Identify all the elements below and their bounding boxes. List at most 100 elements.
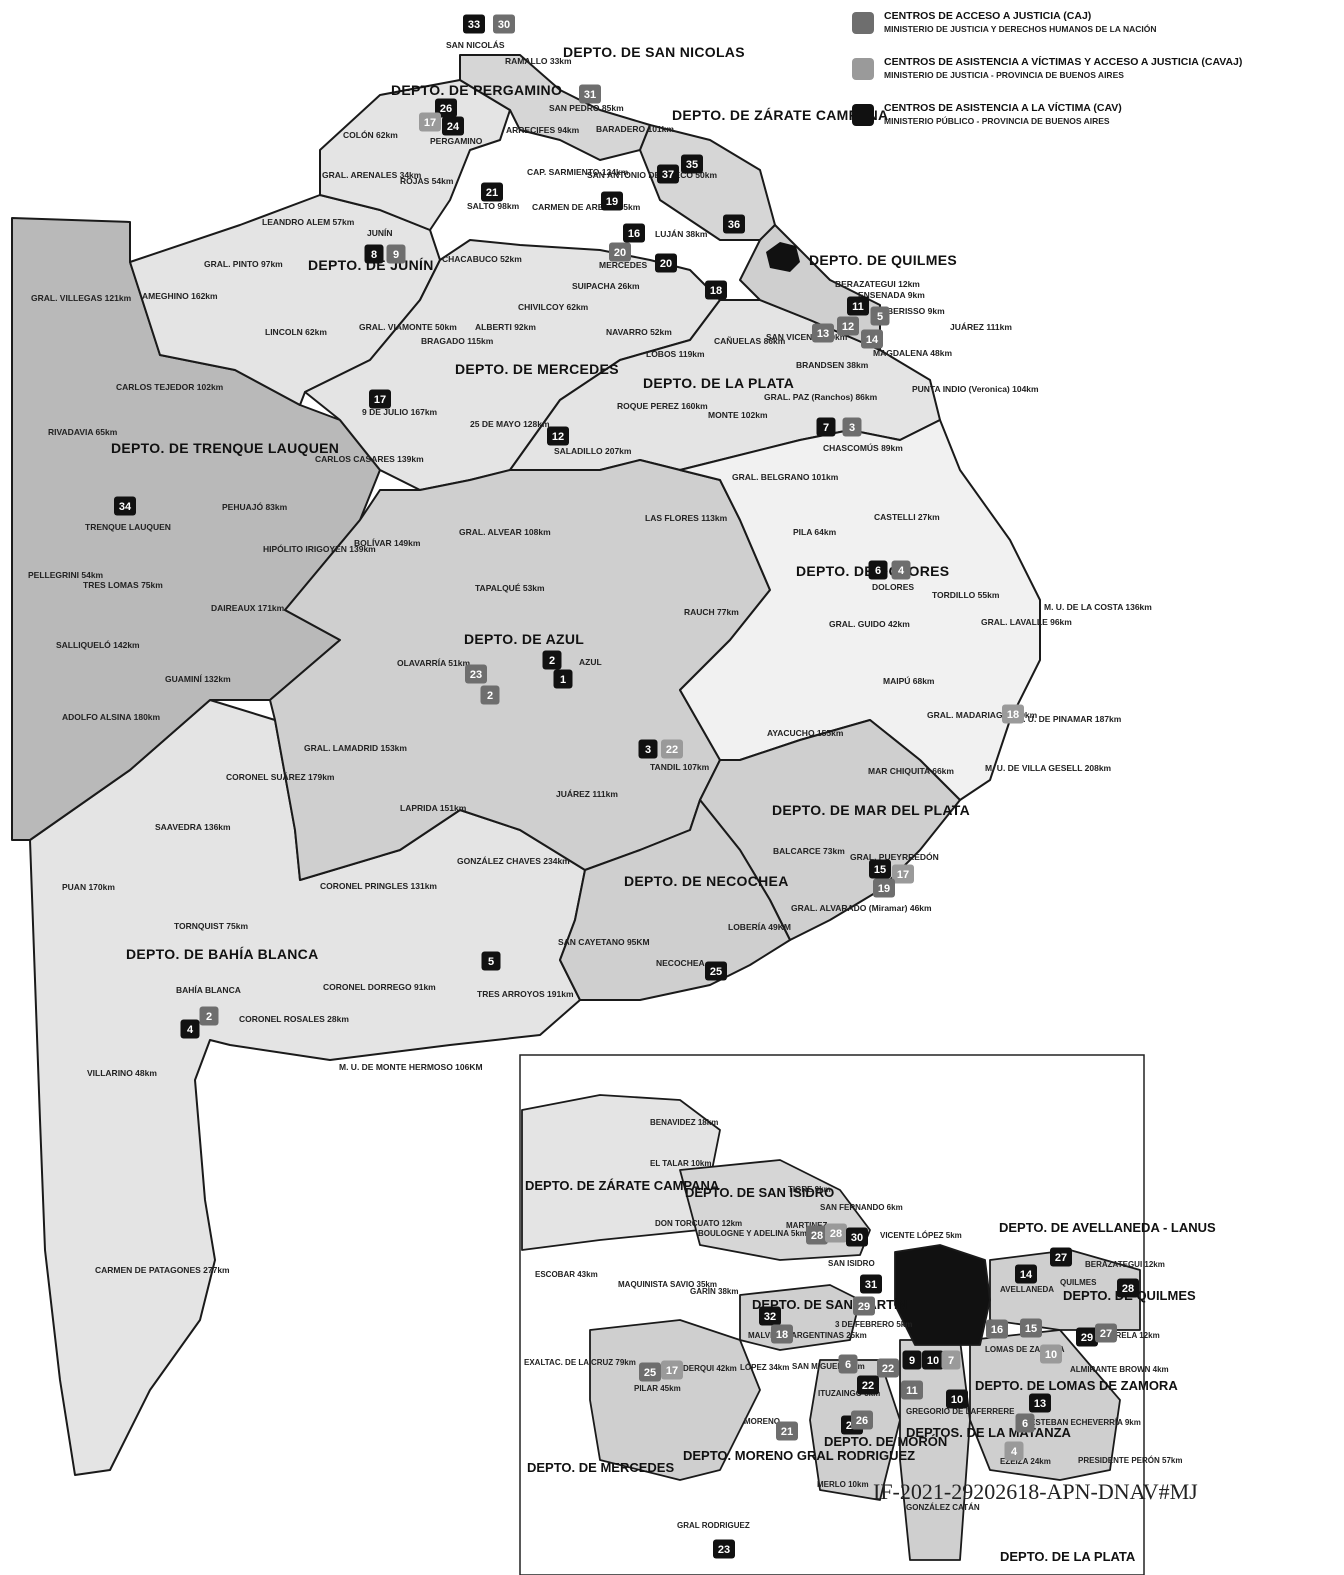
main-marker-caj-4[interactable]: 4 (891, 560, 911, 580)
main-marker-cavaj-18[interactable]: 18 (1002, 704, 1024, 724)
inset-marker-cavaj-10[interactable]: 10 (1040, 1344, 1062, 1364)
main-marker-cav-17[interactable]: 17 (369, 389, 391, 409)
main-marker-cav-36[interactable]: 36 (723, 214, 745, 234)
inset-marker-caj-6[interactable]: 6 (1015, 1413, 1035, 1433)
town-label: CARMEN DE PATAGONES 277km (95, 1265, 230, 1275)
main-marker-caj-3[interactable]: 3 (842, 417, 862, 437)
marker-box (481, 951, 501, 971)
main-marker-cav-19[interactable]: 19 (601, 191, 623, 211)
main-marker-cav-6[interactable]: 6 (868, 560, 888, 580)
inset-marker-cavaj-7[interactable]: 7 (941, 1350, 961, 1370)
marker-box (776, 1421, 798, 1441)
inset-marker-cavaj-4[interactable]: 4 (1004, 1441, 1024, 1461)
town-label: LAS FLORES 113km (645, 513, 728, 523)
inset-marker-cavaj-28[interactable]: 28 (825, 1223, 847, 1243)
inset-marker-cav-9[interactable]: 9 (902, 1350, 922, 1370)
main-marker-cavaj-17[interactable]: 17 (892, 864, 914, 884)
main-marker-cav-12[interactable]: 12 (547, 426, 569, 446)
inset-marker-caj-21[interactable]: 21 (776, 1421, 798, 1441)
main-marker-cav-24[interactable]: 24 (442, 116, 464, 136)
inset-marker-caj-16[interactable]: 16 (986, 1319, 1008, 1339)
town-label: GRAL. LAVALLE 96km (981, 617, 1072, 627)
inset-marker-cav-14[interactable]: 14 (1015, 1264, 1037, 1284)
main-marker-cav-26[interactable]: 26 (435, 98, 457, 118)
main-marker-caj-9[interactable]: 9 (386, 244, 406, 264)
main-marker-caj-31[interactable]: 31 (579, 84, 601, 104)
town-label: PELLEGRINI 54km (28, 570, 104, 580)
main-marker-cav-3[interactable]: 3 (638, 739, 658, 759)
main-marker-caj-12[interactable]: 12 (837, 316, 859, 336)
marker-box (846, 1227, 868, 1247)
main-marker-cavaj-17[interactable]: 17 (419, 112, 441, 132)
inset-marker-cav-30[interactable]: 30 (846, 1227, 868, 1247)
main-marker-caj-2[interactable]: 2 (480, 685, 500, 705)
inset-town-label: TIGRE 9km (788, 1185, 831, 1194)
marker-number: 3 (849, 422, 855, 434)
inset-marker-cav-10[interactable]: 10 (922, 1350, 944, 1370)
main-marker-caj-13[interactable]: 13 (812, 323, 834, 343)
marker-box (816, 417, 836, 437)
town-label: GRAL. PUEYRREDÓN (850, 851, 939, 862)
main-marker-cav-2[interactable]: 2 (542, 650, 562, 670)
marker-number: 33 (468, 19, 480, 31)
inset-marker-cav-29[interactable]: 29 (1076, 1327, 1098, 1347)
inset-marker-caj-27[interactable]: 27 (1095, 1323, 1117, 1343)
marker-box (986, 1319, 1008, 1339)
main-marker-cav-35[interactable]: 35 (681, 154, 703, 174)
inset-marker-cav-28[interactable]: 28 (1117, 1278, 1139, 1298)
inset-marker-cav-31[interactable]: 31 (860, 1274, 882, 1294)
main-marker-caj-5[interactable]: 5 (870, 306, 890, 326)
inset-marker-caj-11[interactable]: 11 (901, 1380, 923, 1400)
town-label: SAN ANTONIO DE ARECO 50km (587, 170, 717, 180)
main-marker-caj-2[interactable]: 2 (199, 1006, 219, 1026)
main-marker-cav-16[interactable]: 16 (623, 223, 645, 243)
inset-marker-cav-32[interactable]: 32 (759, 1306, 781, 1326)
main-marker-caj-14[interactable]: 14 (861, 329, 883, 349)
main-marker-cav-18[interactable]: 18 (705, 280, 727, 300)
main-marker-cav-7[interactable]: 7 (816, 417, 836, 437)
main-marker-cav-21[interactable]: 21 (481, 182, 503, 202)
dept-label-bahia-blanca: DEPTO. DE BAHÍA BLANCA (126, 946, 319, 962)
inset-regions (521, 1094, 1141, 1561)
main-marker-cav-25[interactable]: 25 (705, 961, 727, 981)
main-marker-cav-5[interactable]: 5 (481, 951, 501, 971)
town-label: GRAL. PAZ (Ranchos) 86km (764, 392, 878, 402)
town-label: TORDILLO 55km (932, 590, 1000, 600)
main-marker-caj-30[interactable]: 30 (493, 14, 515, 34)
inset-marker-caj-28[interactable]: 28 (806, 1225, 828, 1245)
inset-marker-cav-23[interactable]: 23 (713, 1539, 735, 1559)
main-marker-cav-20[interactable]: 20 (655, 253, 677, 273)
inset-marker-caj-25[interactable]: 25 (639, 1362, 661, 1382)
town-label: MONTE 102km (708, 410, 768, 420)
main-marker-cav-1[interactable]: 1 (553, 669, 573, 689)
inset-marker-cav-13[interactable]: 13 (1029, 1393, 1051, 1413)
main-marker-cavaj-22[interactable]: 22 (661, 739, 683, 759)
inset-marker-caj-26[interactable]: 26 (851, 1410, 873, 1430)
marker-box (860, 1274, 882, 1294)
main-marker-caj-19[interactable]: 19 (873, 878, 895, 898)
town-label: GRAL. VILLEGAS 121km (31, 293, 132, 303)
inset-marker-caj-22[interactable]: 22 (877, 1358, 899, 1378)
main-marker-caj-20[interactable]: 20 (609, 242, 631, 262)
main-marker-cav-33[interactable]: 33 (463, 14, 485, 34)
inset-marker-cavaj-17[interactable]: 17 (661, 1360, 683, 1380)
inset-marker-cav-27[interactable]: 27 (1050, 1247, 1072, 1267)
main-marker-cav-8[interactable]: 8 (364, 244, 384, 264)
inset-marker-cav-10[interactable]: 10 (946, 1389, 968, 1409)
marker-number: 27 (1100, 1328, 1112, 1340)
main-marker-caj-23[interactable]: 23 (465, 664, 487, 684)
marker-number: 29 (858, 1301, 870, 1313)
main-marker-cav-4[interactable]: 4 (180, 1019, 200, 1039)
main-marker-cav-11[interactable]: 11 (847, 296, 869, 316)
marker-number: 14 (866, 334, 879, 346)
main-marker-cav-37[interactable]: 37 (657, 164, 679, 184)
inset-marker-caj-29[interactable]: 29 (853, 1296, 875, 1316)
main-marker-cav-34[interactable]: 34 (114, 496, 136, 516)
inset-marker-caj-18[interactable]: 18 (771, 1324, 793, 1344)
inset-marker-caj-6[interactable]: 6 (838, 1354, 858, 1374)
marker-number: 18 (710, 285, 722, 297)
inset-marker-cav-22[interactable]: 22 (857, 1375, 879, 1395)
main-marker-cav-15[interactable]: 15 (869, 859, 891, 879)
town-label: TRES ARROYOS 191km (477, 989, 574, 999)
inset-marker-caj-15[interactable]: 15 (1020, 1318, 1042, 1338)
